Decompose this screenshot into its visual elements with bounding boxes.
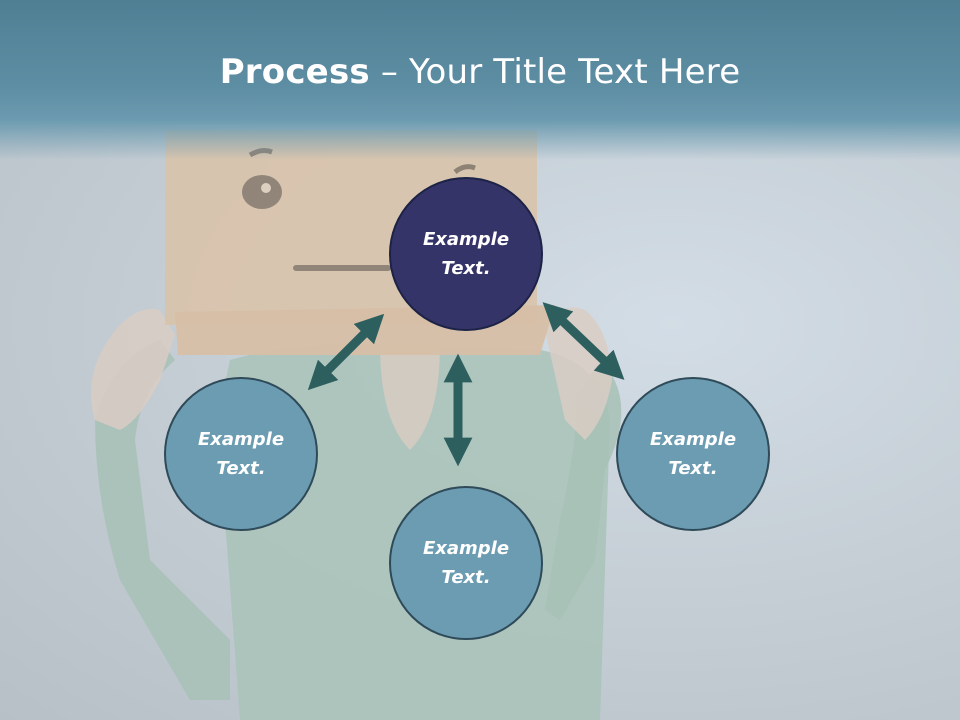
title-rest: – Your Title Text Here (369, 52, 741, 92)
process-node-bottom: Example Text. (389, 486, 543, 640)
slide-title: Process – Your Title Text Here (0, 52, 960, 92)
process-node-top: Example Text. (389, 177, 543, 331)
process-node-left: Example Text. (164, 377, 318, 531)
node-left-text: Example Text. (197, 429, 285, 479)
process-node-right: Example Text. (616, 377, 770, 531)
arrow-top-left (307, 313, 385, 391)
title-bold: Process (219, 52, 370, 92)
node-bottom-text: Example Text. (422, 538, 510, 588)
title-bar (0, 0, 960, 160)
node-right-text: Example Text. (649, 429, 737, 479)
node-top-text: Example Text. (422, 229, 510, 279)
arrow-top-right (542, 302, 625, 380)
